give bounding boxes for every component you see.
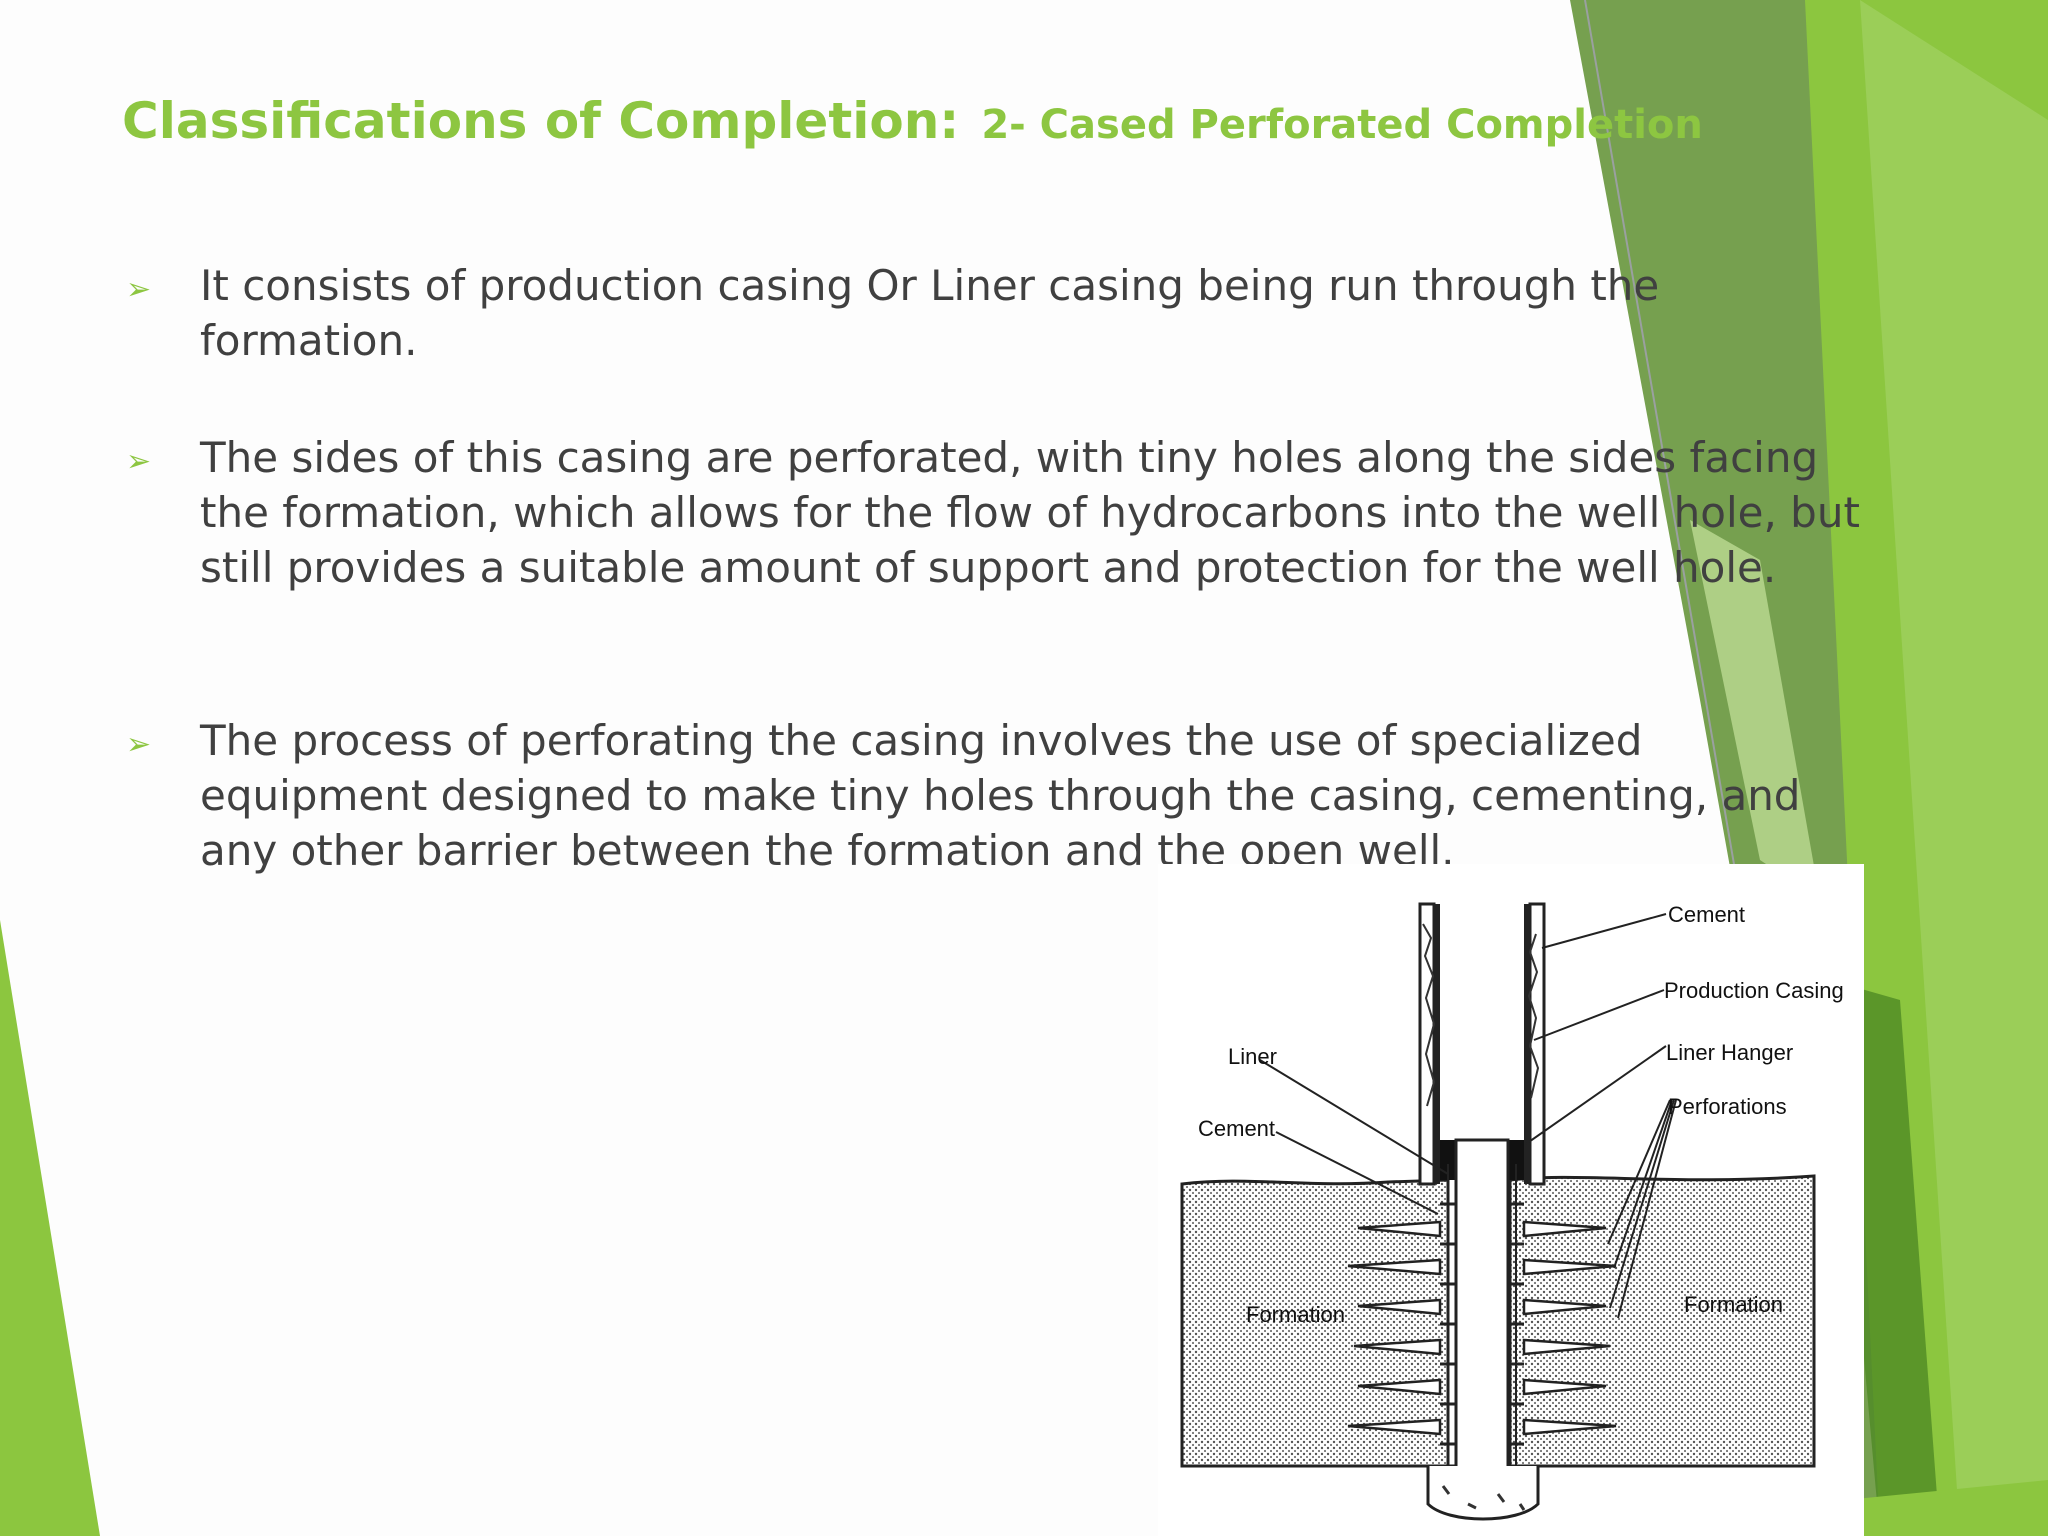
label-cement-top: Cement xyxy=(1668,902,1745,927)
label-production-casing: Production Casing xyxy=(1664,978,1844,1003)
bullet-text: The sides of this casing are perforated,… xyxy=(200,433,1860,592)
cement-bottom-plug xyxy=(1426,1466,1540,1521)
label-formation-left: Formation xyxy=(1246,1302,1345,1327)
bullet-text: It consists of production casing Or Line… xyxy=(200,261,1660,365)
label-formation-right: Formation xyxy=(1684,1292,1783,1317)
casing-left-upper xyxy=(1434,904,1440,1184)
thin-divider-line xyxy=(1584,0,1736,871)
label-liner: Liner xyxy=(1228,1044,1277,1069)
title-subtitle: 2- Cased Perforated Completion xyxy=(981,102,1703,148)
cement-left-upper xyxy=(1418,902,1436,1186)
arrow-bullet-icon: ➢ xyxy=(126,272,152,307)
arrow-bullet-icon: ➢ xyxy=(126,727,152,762)
casing-right-upper xyxy=(1524,904,1530,1184)
label-liner-hanger: Liner Hanger xyxy=(1666,1040,1793,1065)
right-pale-sliver xyxy=(1690,520,1820,900)
well-completion-diagram: Cement Production Casing Liner Hanger Pe… xyxy=(1158,864,1864,1536)
right-light-green-band xyxy=(1860,0,2048,1536)
left-green-wedge xyxy=(0,920,100,1536)
title-main: Classifications of Completion: xyxy=(122,92,960,150)
liner-body xyxy=(1454,1138,1510,1502)
slide-title: Classifications of Completion: 2- Cased P… xyxy=(122,92,1703,150)
label-cement-left: Cement xyxy=(1198,1116,1275,1141)
bullet-text: The process of perforating the casing in… xyxy=(200,716,1801,875)
label-perforations: Perforations xyxy=(1668,1094,1787,1119)
arrow-bullet-icon: ➢ xyxy=(126,444,152,479)
